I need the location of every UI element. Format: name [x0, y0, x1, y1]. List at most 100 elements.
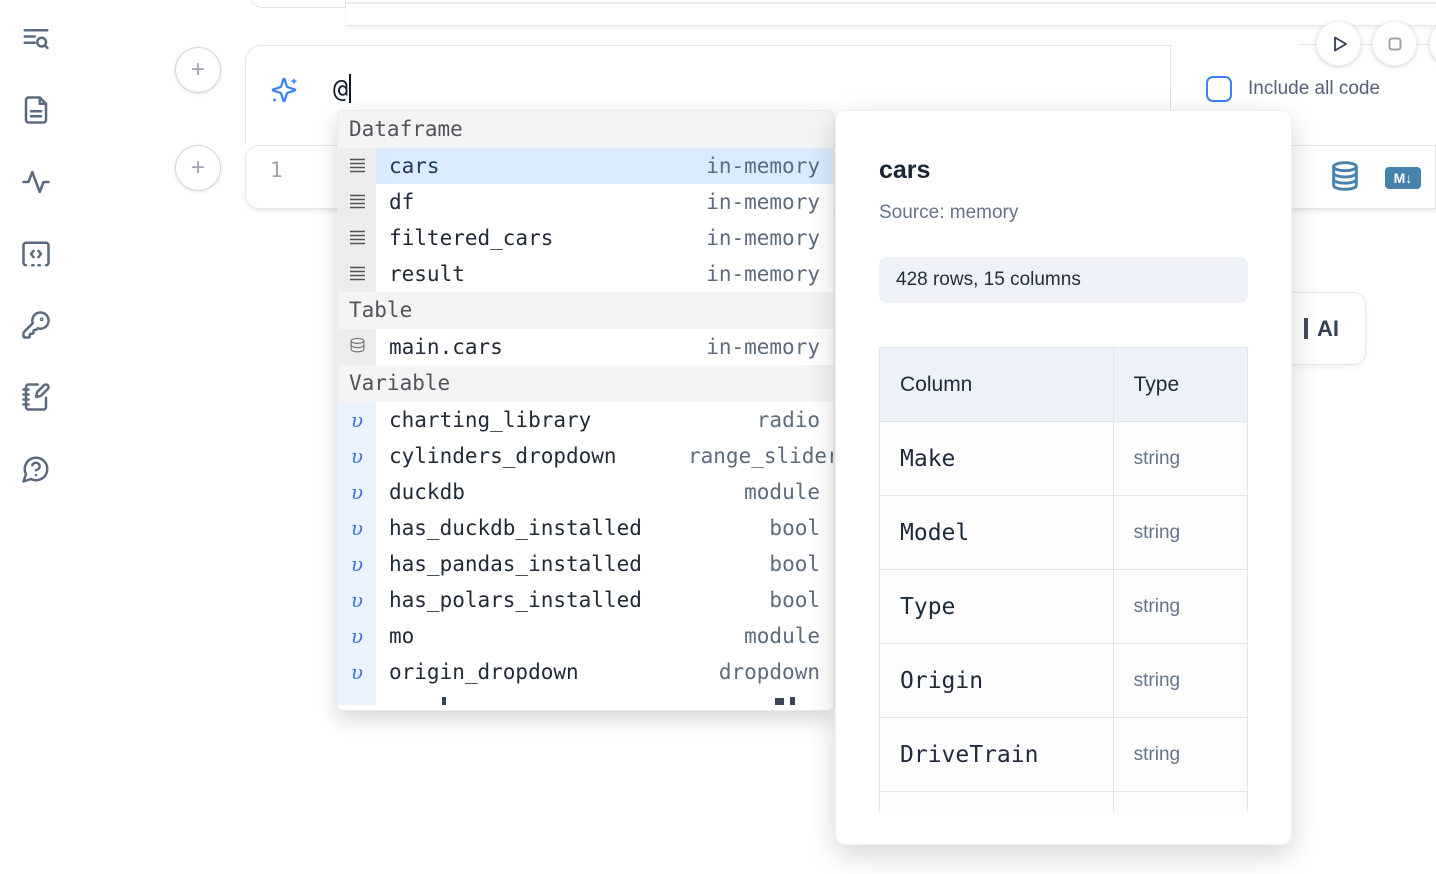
item-type: module: [744, 480, 820, 504]
autocomplete-item-duckdb[interactable]: υ duckdb module: [338, 474, 833, 510]
section-header-variable: Variable: [338, 365, 833, 402]
item-name: cars: [389, 154, 440, 178]
markdown-badge-text: M↓: [1393, 170, 1413, 186]
item-name: df: [389, 190, 415, 214]
item-name: result: [389, 262, 465, 286]
table-header-row: Column Type: [879, 347, 1248, 422]
dataframe-icon: [349, 190, 366, 214]
autocomplete-item-main-cars[interactable]: main.cars in-memory: [338, 329, 833, 365]
table-row: Model string: [879, 495, 1248, 570]
previous-cell-output-edge: [346, 0, 1436, 26]
help-chat-icon[interactable]: [21, 454, 51, 484]
dataframe-icon: [349, 262, 366, 286]
table-row: Origin string: [879, 643, 1248, 718]
autocomplete-item-origin-dropdown[interactable]: υ origin_dropdown dropdown: [338, 654, 833, 690]
clipped-table-row: [879, 791, 1248, 812]
notebook-pen-icon[interactable]: [21, 382, 51, 412]
autocomplete-item-has-pandas-installed[interactable]: υ has_pandas_installed bool: [338, 546, 833, 582]
item-name: charting_library: [389, 408, 592, 432]
item-type: module: [744, 624, 820, 648]
autocomplete-item-cars[interactable]: cars in-memory: [338, 148, 833, 184]
sparkles-icon: [269, 75, 299, 105]
item-name: has_pandas_installed: [389, 552, 642, 576]
item-name: cylinders_dropdown: [389, 444, 617, 468]
key-icon[interactable]: [21, 310, 51, 340]
item-type: bool: [769, 588, 820, 612]
divider: [1300, 44, 1436, 45]
stop-icon: [1388, 37, 1401, 50]
column-header: Column: [879, 347, 1114, 422]
autocomplete-item-has-polars-installed[interactable]: υ has_polars_installed bool: [338, 582, 833, 618]
autocomplete-item-has-duckdb-installed[interactable]: υ has_duckdb_installed bool: [338, 510, 833, 546]
play-icon: [1333, 36, 1347, 51]
add-cell-above-button[interactable]: +: [175, 47, 221, 93]
clipped-autocomplete-item: [338, 690, 833, 705]
more-actions-button[interactable]: [1429, 21, 1436, 66]
dataframe-detail-popup: cars Source: memory 428 rows, 15 columns…: [835, 110, 1292, 845]
item-type: in-memory: [706, 335, 820, 359]
variable-icon: υ: [350, 480, 364, 504]
item-name: has_polars_installed: [389, 588, 642, 612]
section-header-table: Table: [338, 292, 833, 329]
autocomplete-item-filtered-cars[interactable]: filtered_cars in-memory: [338, 220, 833, 256]
item-type: radio: [756, 408, 820, 432]
item-name: origin_dropdown: [389, 660, 579, 684]
include-all-code-label: Include all code: [1248, 78, 1381, 99]
autocomplete-item-charting-library[interactable]: υ charting_library radio: [338, 402, 833, 438]
popup-stats-badge: 428 rows, 15 columns: [879, 257, 1248, 303]
autocomplete-item-df[interactable]: df in-memory: [338, 184, 833, 220]
database-icon[interactable]: [1329, 160, 1361, 197]
schema-table-wrap: Column Type Make string Model string Typ…: [879, 347, 1248, 812]
item-name: has_duckdb_installed: [389, 516, 642, 540]
item-type: bool: [769, 516, 820, 540]
clipped-letter-fragment: [1304, 318, 1308, 339]
item-type: in-memory: [706, 262, 820, 286]
markdown-icon[interactable]: M↓: [1385, 167, 1421, 189]
item-type: bool: [769, 552, 820, 576]
left-sidebar: [0, 0, 70, 874]
schema-table: Column Type Make string Model string Typ…: [879, 347, 1248, 812]
ai-prompt-input[interactable]: @: [333, 74, 352, 103]
item-name: filtered_cars: [389, 226, 554, 250]
variable-icon: υ: [350, 444, 364, 468]
text-cursor: [349, 74, 352, 103]
text-search-icon[interactable]: [21, 24, 51, 54]
popup-title: cars: [879, 156, 931, 184]
divider: [346, 2, 1436, 4]
variable-icon: υ: [350, 408, 364, 432]
prompt-value: @: [333, 74, 349, 103]
file-text-icon[interactable]: [21, 95, 51, 125]
snippets-code-icon[interactable]: [21, 239, 51, 269]
autocomplete-dropdown: Dataframe cars in-memory df in-memory fi…: [337, 110, 834, 711]
table-row: Make string: [879, 421, 1248, 496]
autocomplete-item-cylinders-dropdown[interactable]: υ cylinders_dropdown range_slider: [338, 438, 833, 474]
variable-icon: υ: [350, 660, 364, 684]
variable-icon: υ: [350, 588, 364, 612]
popup-source: Source: memory: [879, 202, 1019, 223]
table-row: DriveTrain string: [879, 717, 1248, 792]
section-header-dataframe: Dataframe: [338, 111, 833, 148]
include-all-code-checkbox[interactable]: [1206, 76, 1232, 102]
plus-icon: +: [190, 154, 205, 181]
autocomplete-item-result[interactable]: result in-memory: [338, 256, 833, 292]
stop-button[interactable]: [1372, 21, 1417, 66]
item-type: in-memory: [706, 226, 820, 250]
line-number: 1: [270, 158, 283, 182]
plus-icon: +: [190, 56, 205, 83]
item-type: in-memory: [706, 190, 820, 214]
type-header: Type: [1112, 347, 1248, 422]
previous-cell-editor-edge: [250, 0, 346, 8]
variable-icon: υ: [350, 552, 364, 576]
item-name: duckdb: [389, 480, 465, 504]
dataframe-icon: [349, 154, 366, 178]
run-button[interactable]: [1316, 21, 1361, 66]
ai-button-label: AI: [1317, 315, 1339, 341]
database-icon: [349, 335, 366, 359]
add-cell-below-button[interactable]: +: [175, 145, 221, 191]
include-all-code-option: Include all code: [1206, 76, 1380, 102]
dataframe-icon: [349, 226, 366, 250]
activity-icon[interactable]: [21, 167, 51, 197]
table-row: Type string: [879, 569, 1248, 644]
autocomplete-item-mo[interactable]: υ mo module: [338, 618, 833, 654]
item-name: main.cars: [389, 335, 503, 359]
